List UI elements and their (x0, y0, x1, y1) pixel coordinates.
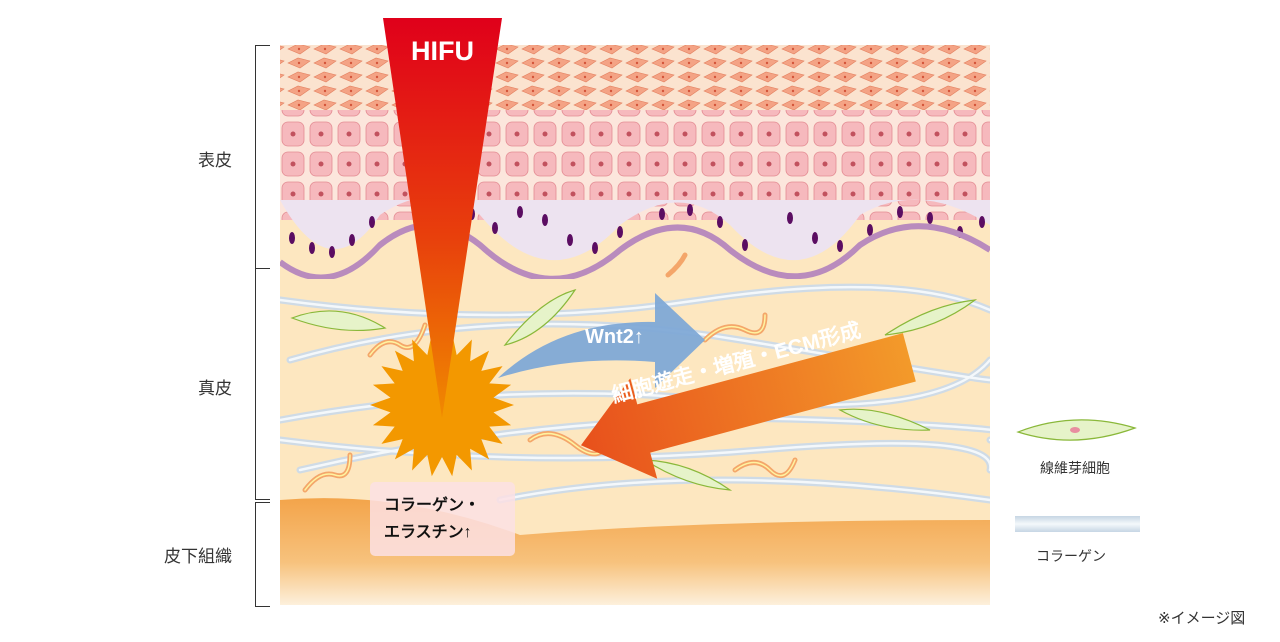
epidermis-label: 表皮 (198, 151, 232, 170)
epidermis-bracket (255, 45, 270, 269)
ecm-arrow (580, 333, 916, 479)
image-note: ※イメージ図 (1158, 610, 1246, 627)
wnt2-label: Wnt2↑ (585, 326, 644, 348)
subcutis-bracket (255, 502, 270, 607)
dermis-label: 真皮 (198, 379, 232, 398)
collagen-elastin-box: コラーゲン・ エラスチン↑ (370, 482, 515, 556)
collagen-box-line2: エラスチン↑ (384, 524, 472, 541)
hifu-beam (383, 18, 502, 418)
basal-cells (289, 204, 985, 258)
basement-membrane (280, 222, 990, 282)
hifu-label: HIFU (411, 36, 474, 66)
dermis-bracket (255, 268, 270, 500)
wnt2-arrow (498, 293, 705, 388)
fibroblasts (290, 288, 978, 491)
legend-collagen-icon (1015, 516, 1140, 532)
subcutis-label: 皮下組織 (164, 547, 232, 566)
legend-collagen-label: コラーゲン (1036, 548, 1106, 564)
collagen-box-line1: コラーゲン・ (384, 497, 481, 514)
legend-fibroblast-label: 線維芽細胞 (1040, 460, 1110, 476)
